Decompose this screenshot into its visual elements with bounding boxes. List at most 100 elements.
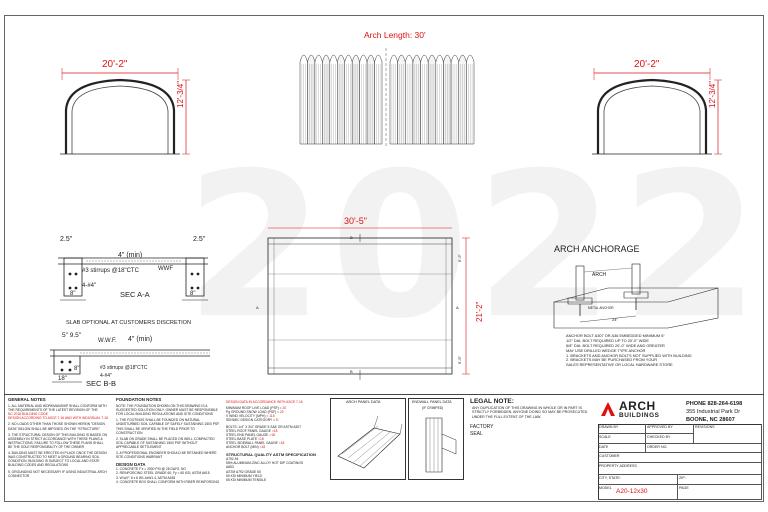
watermark: 2022	[185, 130, 766, 363]
general-note-code: NC 2018 BUILDING CODE	[8, 412, 48, 417]
property-address-label: PROPERTY ADDRESS	[599, 464, 637, 468]
sheet-border	[4, 15, 764, 502]
spec-item: A653	[226, 465, 234, 470]
sec-bb-rebar: 4-#4"	[100, 373, 112, 379]
sec-bb-dims: 5" 9.5"	[62, 332, 82, 339]
logo-bottom-text: BUILDINGS	[619, 412, 660, 419]
anchorage-note: MAY USE DRILLED WEDGE TYPE ANCHOR	[566, 347, 646, 353]
design-row: SEISMIC DESIGN CATEGORY = D	[226, 418, 326, 422]
design-item: 4. CONCRETE BOX SHALL CONFORM WITH FIBER…	[116, 479, 220, 484]
plan-side-dim-a: 6'-5"	[457, 254, 462, 262]
cell-scale: SCALE	[598, 434, 646, 444]
scale-label: SCALE	[599, 435, 611, 439]
cell-approved-by: APPROVED BY	[646, 424, 694, 434]
endwall-panel-sub: (IF CRIMPED)	[422, 406, 444, 410]
drawn-by-label: DRAWN BY	[599, 425, 619, 429]
cell-zip: ZIP:	[678, 475, 762, 485]
general-note: 1. ALL MATERIAL AND WORKMANSHIP SHALL CO…	[8, 404, 107, 413]
plan-height-label: 21'-2"	[475, 301, 484, 322]
design-data: DESIGN DATA IN ACCORDANCE WITH ASCE 7-16…	[226, 400, 326, 482]
bolt-row-value: =18	[259, 445, 266, 450]
legal-title: LEGAL NOTE:	[470, 398, 514, 405]
anchorage-note: 1/2" DIA. BOLT REQUIRED UP TO 20'-0" WID…	[566, 337, 649, 343]
company-logo: ARCH BUILDINGS	[599, 399, 679, 420]
design-row-value: 20	[279, 410, 284, 415]
sec-aa-wwf: WWF	[158, 266, 173, 272]
spec-item: A792-94	[226, 457, 239, 462]
seal-label: SEAL	[470, 431, 483, 437]
logo-top-text: ARCH	[619, 399, 656, 413]
company-city: BOONE, NC 28607	[686, 417, 735, 423]
design-row-value: 20	[282, 406, 287, 411]
design-row-label: Pg GROUND SNOW LOAD (PSF) =	[226, 410, 280, 415]
design-row: Pg GROUND SNOW LOAD (PSF) = 20	[226, 410, 326, 414]
foundation-note: 3. A PROFESSIONAL ENGINEER SHOULD BE RET…	[116, 451, 217, 460]
legal-text: ANY DUPLICATION OF THIS DRAWING IN WHOLE…	[472, 406, 588, 419]
design-item: 3. W.W.F. 6 x 6 W1.4xW1.4, ASTM A185	[116, 475, 176, 480]
sec-aa-footing: 4" (min)	[118, 252, 143, 259]
sec-aa-rebar: 4-#4"	[82, 283, 97, 289]
revisions-label: REVISIONS	[695, 425, 715, 429]
anchorage-note: 2. BRACKETS MAY BE PURCHASED FROM YOUR	[566, 357, 658, 363]
right-width-label: 20'-2"	[634, 59, 660, 70]
right-elevation	[592, 68, 722, 155]
spec-item: ASTM A792 GRADE 50	[226, 469, 261, 474]
bolt-row-value: =18	[278, 440, 285, 445]
bolt-row: ANCHOR BOLT (MIN) =18	[226, 445, 326, 449]
order-no-label: ORDER NO.	[647, 445, 668, 449]
company-phone: PHONE 828-264-6198	[686, 401, 743, 407]
sec-bb-footing: 4" (min)	[128, 336, 153, 343]
foundation-note: NOTE: THE FOUNDATION SHOWN ON THIS DRAWI…	[116, 404, 218, 417]
cell-checked-by: CHECKED BY	[646, 434, 694, 444]
cell-drawn-by: DRAWN BY	[598, 424, 646, 434]
design-row-value: D	[275, 418, 279, 423]
anchorage-note: 5/8" DIA. BOLT REQUIRED 20'-0" WIDE AND …	[566, 342, 665, 348]
sec-aa-label: SEC A-A	[120, 290, 150, 299]
foundation-note: 1. THE FOOTINGS SHALL BE FOUNDED ON NATU…	[116, 418, 220, 435]
customer-label: CUSTOMER	[599, 454, 620, 458]
notes-band-top-rule	[4, 394, 764, 395]
design-row-label: SEISMIC DESIGN CATEGORY =	[226, 418, 276, 423]
design-row-value: 115	[269, 414, 275, 419]
plan-side-dim-b: 6'-5"	[457, 356, 462, 364]
general-notes-title: GENERAL NOTES	[8, 397, 46, 402]
bolt-row: STEEL BASE PLATE =18	[226, 437, 326, 441]
endwall-panel-box	[408, 398, 464, 480]
anchorage-note: 1. BRACKETS AND ANCHOR BOLTS NOT SUPPLIE…	[566, 352, 692, 358]
sec-aa-base-left: 8"	[70, 291, 76, 297]
bolt-row-label: STEEL ROOF PANEL GAUGE	[226, 428, 271, 433]
general-note: 5. GROUNDING NOT NECESSARY IF USING INDU…	[8, 469, 107, 478]
design-row: V WIND VELOCITY (MPH) = 115	[226, 414, 326, 418]
endwall-panel-title: ENDWALL PANEL DATA	[412, 400, 452, 404]
general-note: 3. THE STRUCTURAL DESIGN OF THIS BUILDIN…	[8, 432, 108, 449]
design-row: MINIMUM ROOF LIVE LOAD (PSF) = 20	[226, 406, 326, 410]
general-notes: GENERAL NOTES 1. ALL MATERIAL AND WORKMA…	[8, 397, 108, 478]
endwall-panel-drawing	[425, 417, 457, 473]
sec-aa-drawing	[58, 257, 208, 301]
approved-by-label: APPROVED BY	[647, 425, 673, 429]
spec-item: 55% ALUMINUM-ZINC ALLOY HOT DIP COATINGS	[226, 461, 304, 466]
arch-panel-box	[330, 398, 406, 480]
date-label: DATE	[599, 445, 609, 449]
sec-bb-drawing	[50, 349, 210, 383]
plan-marker-b-top: B	[350, 235, 353, 240]
cell-model: MODEL	[598, 485, 678, 500]
cell-order-no: ORDER NO.	[646, 444, 762, 453]
checked-by-label: CHECKED BY	[647, 435, 671, 439]
anchorage-spacing: 24"	[612, 317, 618, 322]
bolt-row-value: =18	[271, 428, 278, 433]
general-note-design: DESIGN ACCORDING TO ASCE 7-16 AND WITH I…	[8, 416, 108, 421]
plan-marker-a-right: A	[456, 305, 459, 310]
cell-date: DATE	[598, 444, 646, 453]
sec-aa-stirrups: #3 stirrups @18"CTC	[82, 268, 139, 274]
sec-bb-wwf: W.W.F.	[98, 338, 117, 344]
design-item: 1. CONCRETE F'c = 2500 PSI @ 28 DAYS, NO	[116, 467, 186, 472]
sec-aa-right-dim: 2.5"	[193, 236, 206, 243]
arch-panel-title: ARCH PANEL DATA	[346, 400, 381, 404]
page-label: PAGE	[679, 486, 689, 490]
bolt-row-label: ANCHOR BOLT (MIN)	[226, 445, 259, 450]
general-note: 4. BUILDING MUST BE ERECTED IN PLACE ONC…	[8, 451, 107, 468]
foundation-note: 2. SLAB ON GRADE SHALL BE PLACED ON WELL…	[116, 436, 215, 449]
model-label: MODEL	[599, 486, 612, 490]
